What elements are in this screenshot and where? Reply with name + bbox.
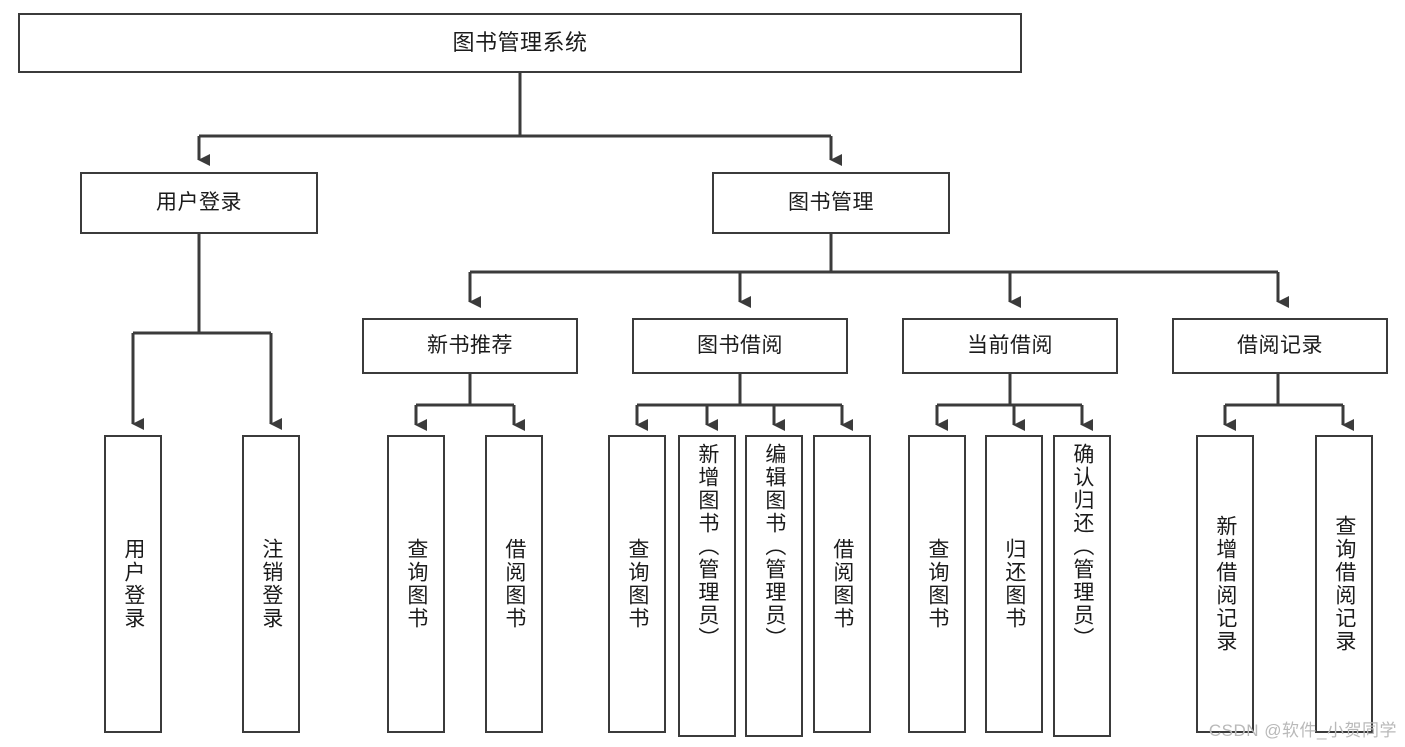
node-user-login[interactable]: 用户登录 — [80, 172, 318, 234]
node-label: 归还图书 — [1002, 538, 1026, 630]
node-root-book-management-system[interactable]: 图书管理系统 — [18, 13, 1022, 73]
node-label: 查询图书 — [625, 538, 649, 630]
node-leaf-edit-book-admin[interactable]: 编辑图书（管理员） — [745, 435, 803, 737]
node-label: 图书借阅 — [697, 334, 783, 358]
node-label: 借阅记录 — [1237, 334, 1323, 358]
node-label: 查询借阅记录 — [1332, 515, 1356, 653]
node-label: 新增图书（管理员） — [695, 443, 719, 650]
node-label: 确认归还（管理员） — [1070, 443, 1094, 650]
node-leaf-query-book-borrow[interactable]: 查询图书 — [608, 435, 666, 733]
node-leaf-add-borrow-record[interactable]: 新增借阅记录 — [1196, 435, 1254, 733]
node-book-borrowing[interactable]: 图书借阅 — [632, 318, 848, 374]
node-leaf-query-borrow-record[interactable]: 查询借阅记录 — [1315, 435, 1373, 733]
node-label: 借阅图书 — [502, 538, 526, 630]
node-new-book-recommendation[interactable]: 新书推荐 — [362, 318, 578, 374]
node-label: 图书管理系统 — [452, 29, 588, 55]
node-label: 编辑图书（管理员） — [762, 443, 786, 650]
node-leaf-confirm-return-admin[interactable]: 确认归还（管理员） — [1053, 435, 1111, 737]
node-leaf-return-book[interactable]: 归还图书 — [985, 435, 1043, 733]
node-label: 用户登录 — [121, 538, 145, 630]
node-label: 用户登录 — [156, 191, 242, 215]
node-label: 图书管理 — [788, 191, 874, 215]
node-leaf-add-book-admin[interactable]: 新增图书（管理员） — [678, 435, 736, 737]
node-leaf-query-book-current[interactable]: 查询图书 — [908, 435, 966, 733]
node-book-management[interactable]: 图书管理 — [712, 172, 950, 234]
node-label: 注销登录 — [259, 538, 283, 630]
node-label: 当前借阅 — [967, 334, 1053, 358]
node-borrowing-records[interactable]: 借阅记录 — [1172, 318, 1388, 374]
node-label: 查询图书 — [404, 538, 428, 630]
node-leaf-user-login[interactable]: 用户登录 — [104, 435, 162, 733]
node-label: 借阅图书 — [830, 538, 854, 630]
node-leaf-logout[interactable]: 注销登录 — [242, 435, 300, 733]
node-leaf-borrow-book-new[interactable]: 借阅图书 — [485, 435, 543, 733]
node-leaf-borrow-book[interactable]: 借阅图书 — [813, 435, 871, 733]
node-leaf-query-book-new[interactable]: 查询图书 — [387, 435, 445, 733]
node-label: 新书推荐 — [427, 334, 513, 358]
node-label: 查询图书 — [925, 538, 949, 630]
node-label: 新增借阅记录 — [1213, 515, 1237, 653]
node-current-borrowing[interactable]: 当前借阅 — [902, 318, 1118, 374]
